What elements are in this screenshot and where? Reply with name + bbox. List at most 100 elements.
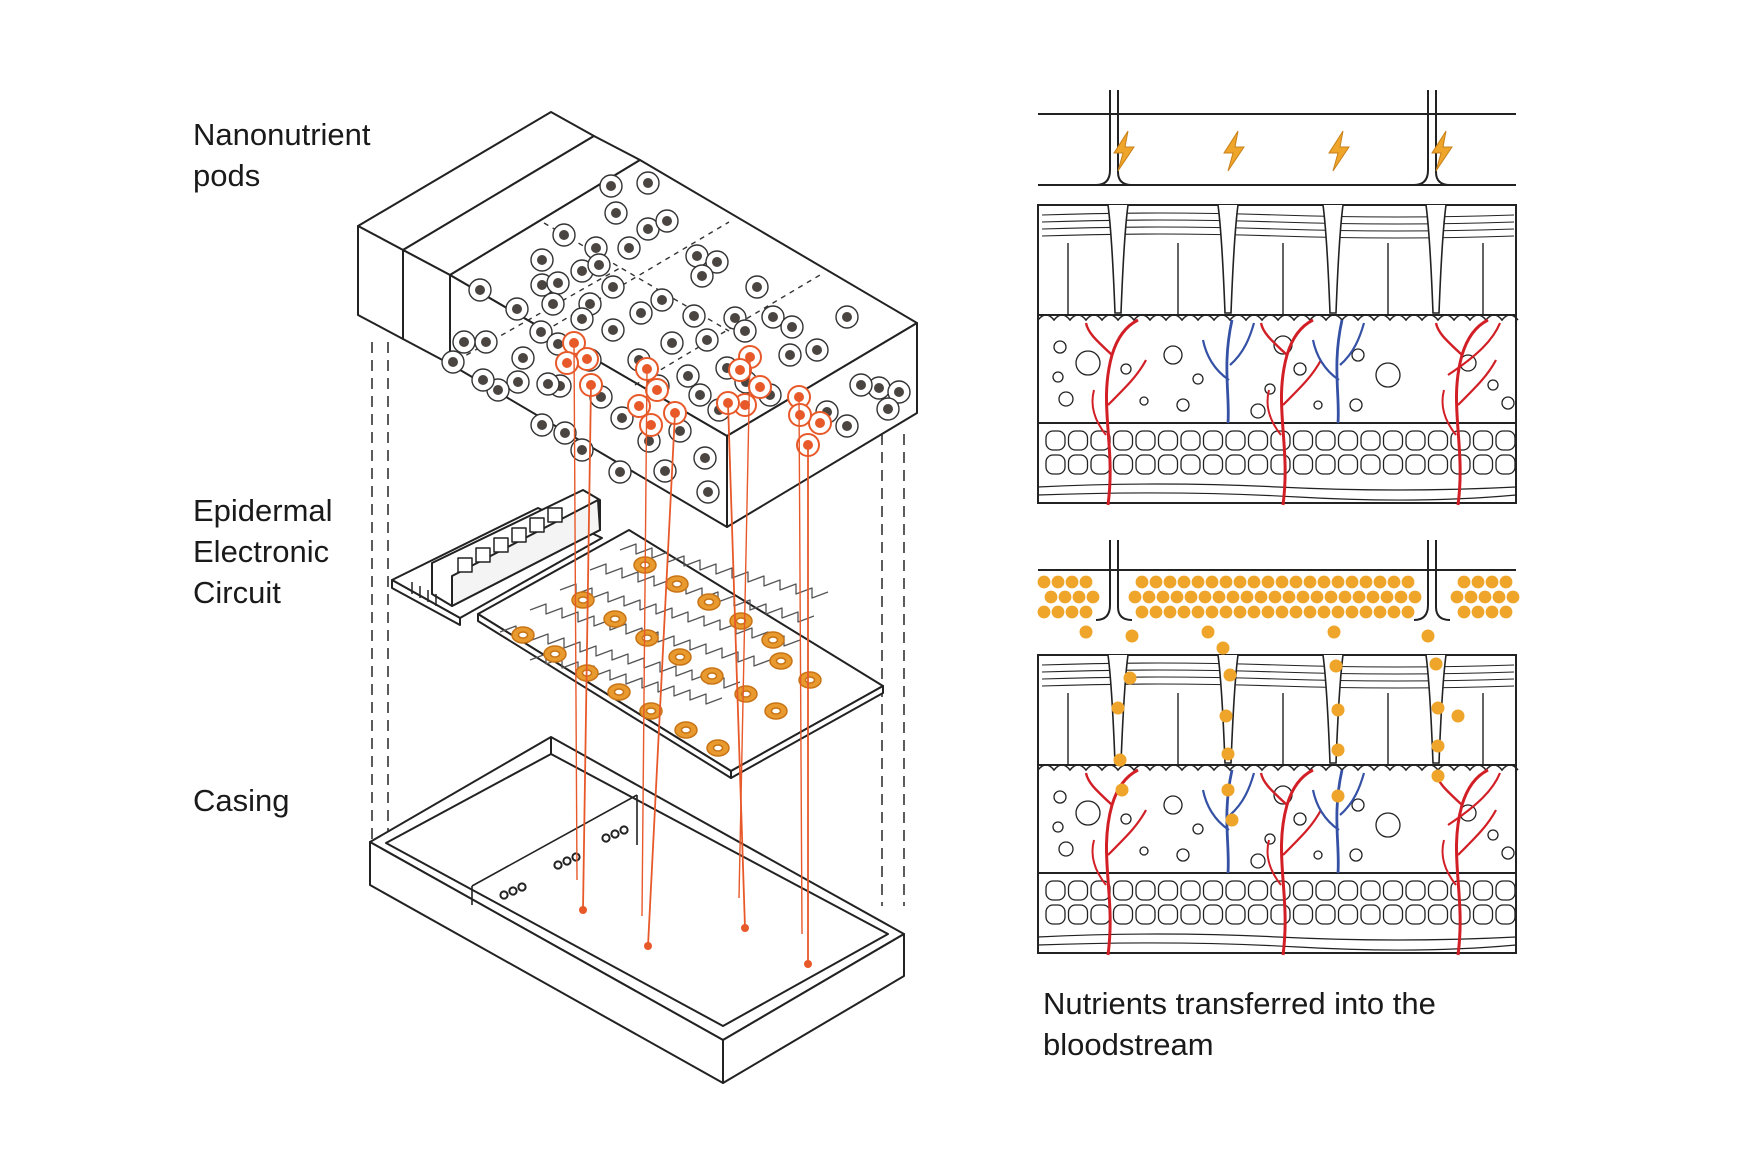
artery-branch xyxy=(1447,772,1502,826)
delivery-end xyxy=(741,924,749,932)
fat-cell xyxy=(1472,880,1494,901)
pod xyxy=(599,174,623,198)
tissue-cell xyxy=(1075,800,1101,826)
pod xyxy=(601,275,625,299)
nutrient-particle xyxy=(1431,701,1445,715)
fat-cell xyxy=(1472,904,1494,925)
pod-core xyxy=(785,350,795,360)
fat-cell xyxy=(1067,430,1089,451)
pod-core xyxy=(478,375,488,385)
delivery-end xyxy=(579,906,587,914)
nutrient-particle xyxy=(1223,668,1237,682)
nutrient-dot xyxy=(1303,575,1317,589)
label-line: Electronic xyxy=(193,534,330,569)
pod xyxy=(696,480,720,504)
nutrient-dot xyxy=(1149,605,1163,619)
microneedle xyxy=(1425,204,1447,314)
pod-core xyxy=(493,385,503,395)
pod-core xyxy=(560,428,570,438)
tissue-cell xyxy=(1250,403,1266,419)
pod-core xyxy=(513,377,523,387)
pod-core xyxy=(548,299,558,309)
fat-cell xyxy=(1247,430,1269,451)
nutrient-dot xyxy=(1149,575,1163,589)
fat-cell xyxy=(1045,880,1066,901)
nutrient-dot xyxy=(1135,575,1149,589)
active-pod-core xyxy=(582,354,592,364)
pod-core xyxy=(842,312,852,322)
nanonutrient-pods-label: Nanonutrient pods xyxy=(193,114,453,196)
assembly-guides xyxy=(371,342,905,906)
fat-cell xyxy=(1382,904,1404,925)
nutrient-dot xyxy=(1065,605,1079,619)
fat-cell xyxy=(1337,454,1359,475)
pod-core xyxy=(536,327,546,337)
artery xyxy=(1279,318,1314,506)
microneedle xyxy=(1217,654,1239,764)
pod-core xyxy=(615,467,625,477)
fat-cell xyxy=(1472,454,1494,475)
electrode-wire xyxy=(1038,90,1516,186)
fat-cell xyxy=(1202,454,1224,475)
vein-branch xyxy=(1339,322,1366,366)
fat-cell xyxy=(1270,454,1291,475)
pod xyxy=(584,236,608,260)
microneedle xyxy=(1107,204,1129,314)
active-pod-core xyxy=(755,382,765,392)
delivery-end xyxy=(644,942,652,950)
fat-cell xyxy=(1315,904,1336,925)
artery-branch xyxy=(1259,772,1288,806)
casing-tray xyxy=(369,736,905,1084)
pod-core xyxy=(608,325,618,335)
fat-cell xyxy=(1180,430,1201,451)
nutrient-dot xyxy=(1331,605,1345,619)
dermal-boundary xyxy=(1037,314,1519,322)
tissue-cell xyxy=(1075,350,1101,376)
active-pod xyxy=(639,413,663,437)
pod xyxy=(608,460,632,484)
tissue-fiber xyxy=(1037,483,1517,491)
nutrient-dot xyxy=(1205,575,1219,589)
tissue-cell xyxy=(1313,850,1323,860)
nutrient-particle xyxy=(1429,657,1443,671)
artery-branch xyxy=(1084,322,1113,356)
artery-branch xyxy=(1091,389,1107,436)
fat-cell xyxy=(1180,880,1201,901)
pod xyxy=(617,236,641,260)
fat-cell xyxy=(1495,454,1516,475)
tissue-cell xyxy=(1052,821,1064,833)
nutrient-particle xyxy=(1331,743,1345,757)
label-line: Circuit xyxy=(193,575,281,610)
nutrient-particle xyxy=(1451,709,1465,723)
pod-core xyxy=(752,282,762,292)
nutrient-dot xyxy=(1233,605,1247,619)
fat-cell xyxy=(1495,904,1516,925)
nutrient-dot xyxy=(1275,575,1289,589)
fat-cell xyxy=(1315,880,1336,901)
fat-cell xyxy=(1157,904,1179,925)
artery xyxy=(1104,318,1139,506)
fat-cell xyxy=(1337,430,1359,451)
vein-branch xyxy=(1311,339,1340,381)
pod-core xyxy=(448,357,458,367)
fat-cell xyxy=(1225,880,1246,901)
tissue-cell xyxy=(1501,846,1515,860)
artery-branch xyxy=(1084,772,1113,806)
pod xyxy=(506,370,530,394)
vein-branch xyxy=(1201,339,1230,381)
nutrient-dot xyxy=(1051,605,1065,619)
pod-core xyxy=(842,421,852,431)
fat-cell xyxy=(1337,880,1359,901)
pod-core xyxy=(537,420,547,430)
nutrient-dot xyxy=(1282,590,1296,604)
fat-cell xyxy=(1135,904,1156,925)
vein-branch xyxy=(1311,789,1340,831)
artery-branch xyxy=(1266,389,1282,436)
nutrient-dot xyxy=(1303,605,1317,619)
vein-branch xyxy=(1339,772,1366,816)
pod xyxy=(778,343,802,367)
fat-cell xyxy=(1382,880,1404,901)
nutrient-dot xyxy=(1310,590,1324,604)
fat-cell xyxy=(1270,904,1291,925)
nutrient-dot xyxy=(1191,605,1205,619)
